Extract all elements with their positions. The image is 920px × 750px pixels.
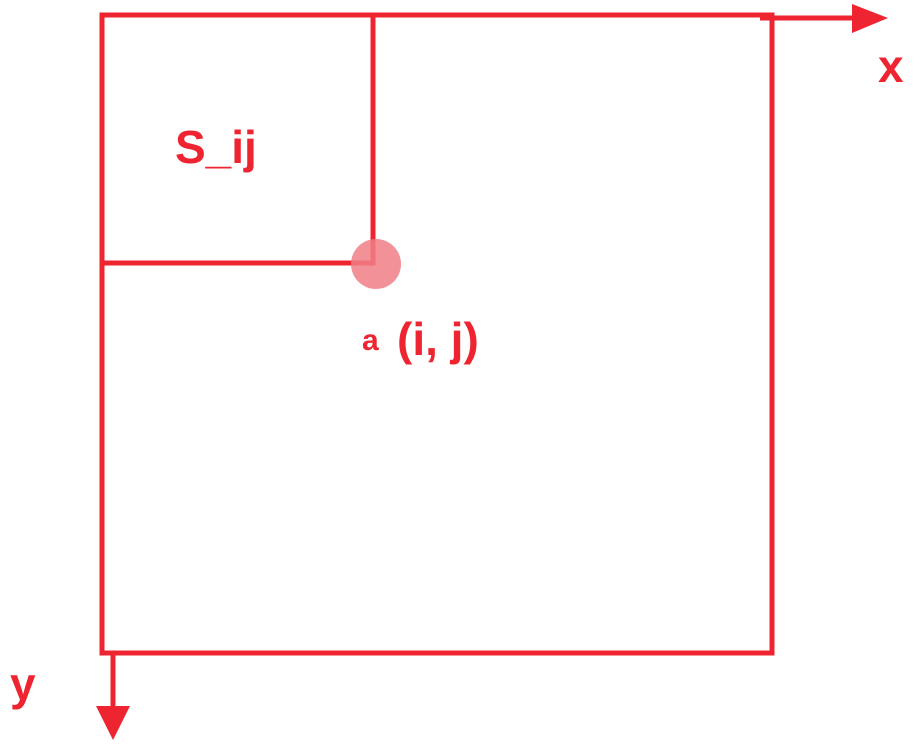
y-axis-arrow [96,655,130,740]
region-label: S_ij [175,121,257,173]
region-s-ij [99,12,376,266]
image-frame [99,12,775,656]
x-axis-label: x [878,40,904,92]
point-prefix-label: a [362,324,379,357]
point-a-marker [351,239,401,289]
y-axis-label: y [10,658,36,710]
point-coords-label: (i, j) [397,313,479,365]
x-axis-arrow [760,4,888,33]
